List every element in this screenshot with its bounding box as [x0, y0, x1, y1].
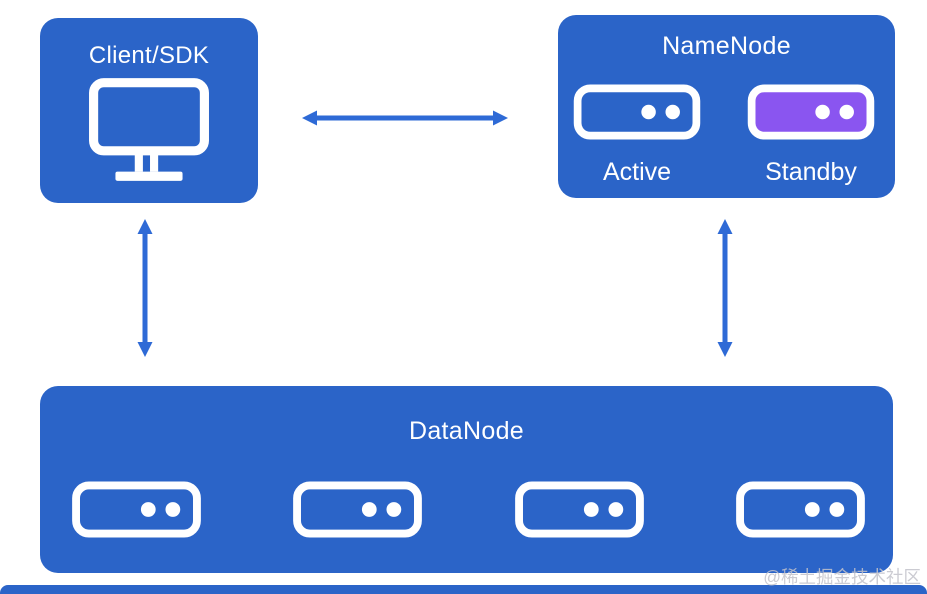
datanode-server-icon [293, 481, 423, 538]
client-datanode-arrow [137, 219, 153, 357]
standby-server-icon [747, 84, 875, 140]
datanode-server-icon [736, 481, 865, 538]
datanode-server-icon [514, 481, 644, 538]
client-sdk-box: Client/SDK [40, 18, 258, 203]
cropped-box-top-edge [0, 585, 927, 594]
client-sdk-label: Client/SDK [88, 42, 210, 69]
datanode-box: DataNode [40, 386, 893, 573]
standby-label: Standby [765, 158, 857, 186]
active-node-group: Active [573, 84, 701, 187]
standby-node-group: Standby [745, 84, 877, 187]
monitor-icon [89, 78, 209, 181]
watermark: @稀土掘金技术社区 [763, 567, 921, 587]
namenode-title: NameNode [662, 32, 791, 60]
datanode-server-icon [72, 481, 201, 538]
namenode-box: NameNode Active Standby [558, 15, 895, 198]
datanode-servers-row [71, 481, 866, 538]
client-namenode-arrow [302, 110, 508, 126]
namenode-datanode-arrow [717, 219, 733, 357]
datanode-title: DataNode [409, 417, 524, 445]
active-label: Active [602, 158, 672, 186]
namenode-servers-row: Active Standby [573, 84, 877, 187]
active-server-icon [573, 84, 701, 140]
